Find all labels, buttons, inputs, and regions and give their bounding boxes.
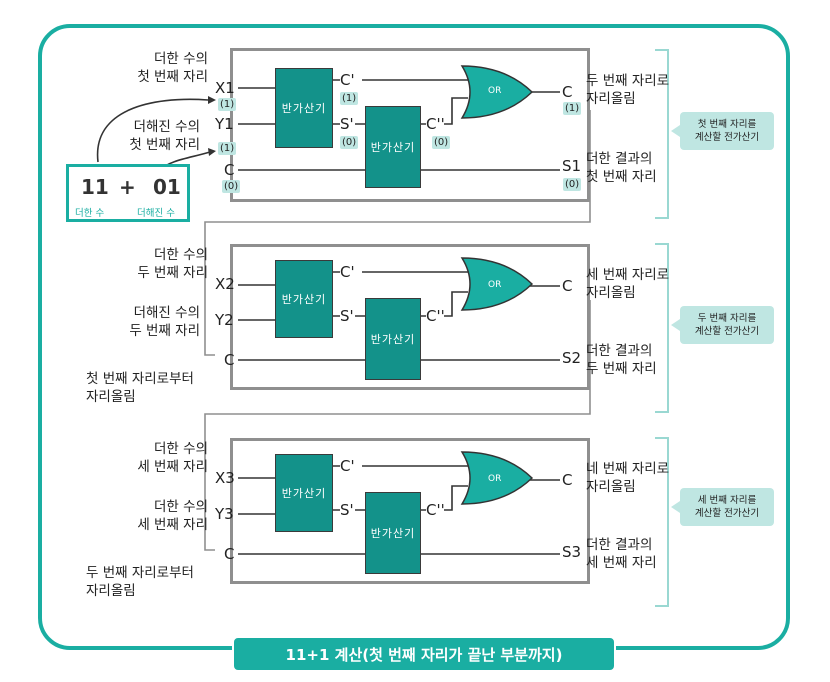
half-adder-2b: 반가산기 xyxy=(365,298,421,380)
stage-3-note: 세 번째 자리를 계산할 전가산기 xyxy=(671,488,774,526)
stage-1-sum-text: 더한 결과의 첫 번째 자리 xyxy=(586,151,657,185)
half-adder-1b: 반가산기 xyxy=(365,106,421,188)
stage-2-carry-out: C xyxy=(562,277,573,295)
stage-2-s1: S' xyxy=(340,307,354,325)
stage-3-x: X3 xyxy=(215,469,235,487)
stage-3-augend-label: 더한 수의 세 번째 자리 xyxy=(137,499,208,533)
stage-1-y: Y1 xyxy=(215,115,234,133)
figure-caption: 11+1 계산(첫 번째 자리가 끝난 부분까지) xyxy=(232,636,616,672)
stage-1-s1-value: (0) xyxy=(340,136,359,149)
stage-2-c2: C'' xyxy=(426,307,445,325)
equation-left-label: 더한 수 xyxy=(75,208,105,219)
equation-op: + xyxy=(119,175,136,199)
stage-3-sum-text: 더한 결과의 세 번째 자리 xyxy=(586,537,657,571)
stage-1-carry-text: 두 번째 자리로 자리올림 xyxy=(586,73,670,107)
or-gate-1-label: OR xyxy=(488,86,502,96)
stage-1-sum-out-value: (0) xyxy=(563,178,582,191)
stage-2-y: Y2 xyxy=(215,311,234,329)
stage-3-sum-out: S3 xyxy=(562,543,582,561)
half-adder-2a: 반가산기 xyxy=(275,260,333,338)
stage-2-augend-label: 더해진 수의 두 번째 자리 xyxy=(129,305,200,339)
stage-1-carry-in-value: (0) xyxy=(222,180,241,193)
stage-3-s1: S' xyxy=(340,501,354,519)
equation-right-label: 더해진 수 xyxy=(137,208,175,219)
stage-3-carry-text: 네 번째 자리로 자리올림 xyxy=(586,461,670,495)
or-gate-3-label: OR xyxy=(488,474,502,484)
stage-1-x-value: (1) xyxy=(218,98,237,111)
stage-3-carry-out: C xyxy=(562,471,573,489)
stage-1-addend-label: 더한 수의 첫 번째 자리 xyxy=(137,51,208,85)
stage-1-carry-out-value: (1) xyxy=(563,102,582,115)
stage-2-x: X2 xyxy=(215,275,235,293)
stage-2-addend-label: 더한 수의 두 번째 자리 xyxy=(137,247,208,281)
stage-3-carry-in: C xyxy=(224,545,235,563)
stage-1-c2: C'' xyxy=(426,115,445,133)
stage-3-c1: C' xyxy=(340,457,355,475)
stage-2-sum-text: 더한 결과의 두 번째 자리 xyxy=(586,343,657,377)
stage-1-c2-value: (0) xyxy=(432,136,451,149)
half-adder-3b: 반가산기 xyxy=(365,492,421,574)
stage-1-c1: C' xyxy=(340,71,355,89)
stage-1-sum-out: S1 xyxy=(562,157,582,175)
full-adder-stage-3 xyxy=(230,438,590,584)
half-adder-3a: 반가산기 xyxy=(275,454,333,532)
full-adder-stage-1 xyxy=(230,48,590,202)
stage-2-carry-in-label: 첫 번째 자리로부터 자리올림 xyxy=(86,371,194,405)
stage-1-x: X1 xyxy=(215,79,235,97)
stage-2-note: 두 번째 자리를 계산할 전가산기 xyxy=(671,306,774,344)
stage-1-carry-in: C xyxy=(224,161,235,179)
or-gate-2-label: OR xyxy=(488,280,502,290)
stage-2-carry-in: C xyxy=(224,351,235,369)
equation-left: 11 xyxy=(81,175,109,199)
stage-1-carry-out: C xyxy=(562,83,573,101)
equation-right: 01 xyxy=(153,175,181,199)
stage-1-c1-value: (1) xyxy=(340,92,359,105)
half-adder-1a: 반가산기 xyxy=(275,68,333,148)
stage-1-y-value: (1) xyxy=(218,142,237,155)
stage-2-sum-out: S2 xyxy=(562,349,582,367)
stage-3-carry-in-label: 두 번째 자리로부터 자리올림 xyxy=(86,565,194,599)
stage-3-c2: C'' xyxy=(426,501,445,519)
stage-1-note: 첫 번째 자리를 계산할 전가산기 xyxy=(671,112,774,150)
stage-3-addend-label: 더한 수의 세 번째 자리 xyxy=(137,441,208,475)
stage-1-augend-label: 더해진 수의 첫 번째 자리 xyxy=(129,119,200,153)
stage-2-c1: C' xyxy=(340,263,355,281)
full-adder-stage-2 xyxy=(230,244,590,390)
stage-3-y: Y3 xyxy=(215,505,234,523)
stage-2-carry-text: 세 번째 자리로 자리올림 xyxy=(586,267,670,301)
stage-1-s1: S' xyxy=(340,115,354,133)
equation-box: 11 + 01 더한 수 더해진 수 xyxy=(66,164,190,222)
